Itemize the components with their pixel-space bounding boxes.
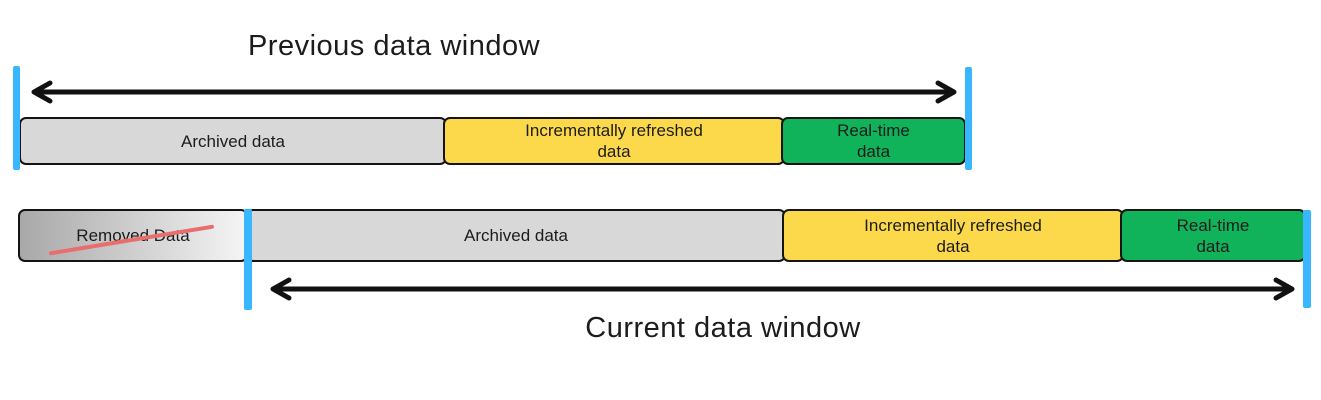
current-window-title: Current data window — [585, 312, 861, 344]
current-window-start-marker — [244, 209, 252, 310]
previous-segment-archived-data: Archived data — [19, 117, 447, 165]
removed-data-segment: Removed Data — [18, 209, 248, 262]
previous-window-end-marker — [965, 67, 972, 170]
segment-label: Real-time data — [837, 121, 910, 161]
segment-label: Real-time data — [1176, 215, 1250, 256]
previous-window-title: Previous data window — [247, 30, 541, 62]
previous-segment-incrementally-refreshed-data: Incrementally refreshed data — [443, 117, 785, 165]
previous-segment-real-time-data: Real-time data — [781, 117, 966, 165]
segment-label: Removed Data — [76, 226, 190, 245]
current-segment-archived-data: Archived data — [246, 209, 786, 262]
previous-window-start-marker — [13, 66, 20, 170]
current-window-end-marker — [1303, 210, 1311, 308]
current-segment-incrementally-refreshed-data: Incrementally refreshed data — [782, 209, 1124, 262]
previous-window-double-arrow-icon — [31, 80, 957, 104]
segment-label: Archived data — [181, 131, 285, 151]
segment-label: Archived data — [464, 226, 568, 245]
segment-label: Incrementally refreshed data — [525, 121, 703, 161]
segment-label: Incrementally refreshed data — [864, 215, 1042, 256]
current-window-double-arrow-icon — [270, 277, 1295, 301]
current-segment-real-time-data: Real-time data — [1120, 209, 1306, 262]
